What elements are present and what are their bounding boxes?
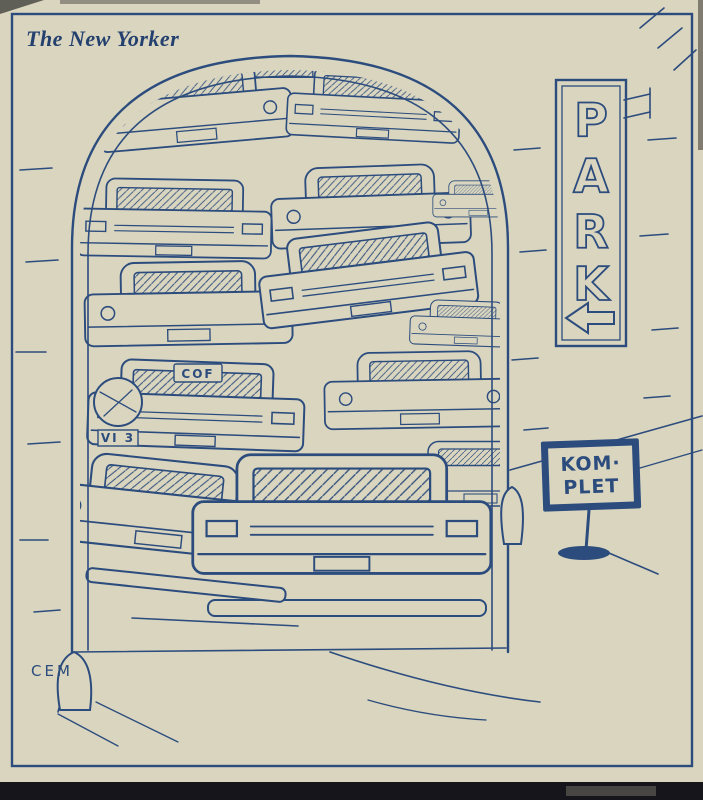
garage-archway [70, 54, 510, 658]
traffic-cone [500, 485, 524, 545]
license-plate: COF [173, 363, 223, 383]
park-sign-letter: A [573, 149, 609, 203]
sign-base [558, 546, 610, 560]
traffic-cone [56, 650, 93, 711]
park-sign-letter: K [573, 257, 611, 311]
scan-artifacts [0, 0, 703, 150]
komplet-sign-text-line2: PLET [563, 475, 620, 499]
komplet-sign-text-line1: KOM· [560, 452, 621, 476]
komplet-sign-post [558, 509, 659, 575]
license-plate-text: COF [181, 367, 214, 381]
park-sign-letter: R [573, 205, 608, 259]
scan-dark-band [0, 782, 703, 800]
park-sign-letter: P [574, 93, 608, 147]
car-illustration [191, 453, 493, 575]
cartoon-border [10, 12, 694, 768]
traffic-bollards [56, 485, 524, 711]
left-arrow-icon [564, 301, 615, 335]
komplet-sign: KOM· PLET [540, 438, 642, 512]
publication-title: The New Yorker [26, 26, 179, 51]
wall-marks [15, 7, 697, 613]
stacked-cars-illustration: VI 3 COF [80, 70, 500, 627]
car-illustration [80, 176, 274, 260]
artist-signature: CEM [31, 662, 73, 680]
car-bumpers [85, 567, 487, 627]
car-wheel-detail: VI 3 [93, 377, 143, 447]
park-sign: P A R K [554, 78, 651, 348]
license-plate-text: VI 3 [101, 431, 135, 445]
